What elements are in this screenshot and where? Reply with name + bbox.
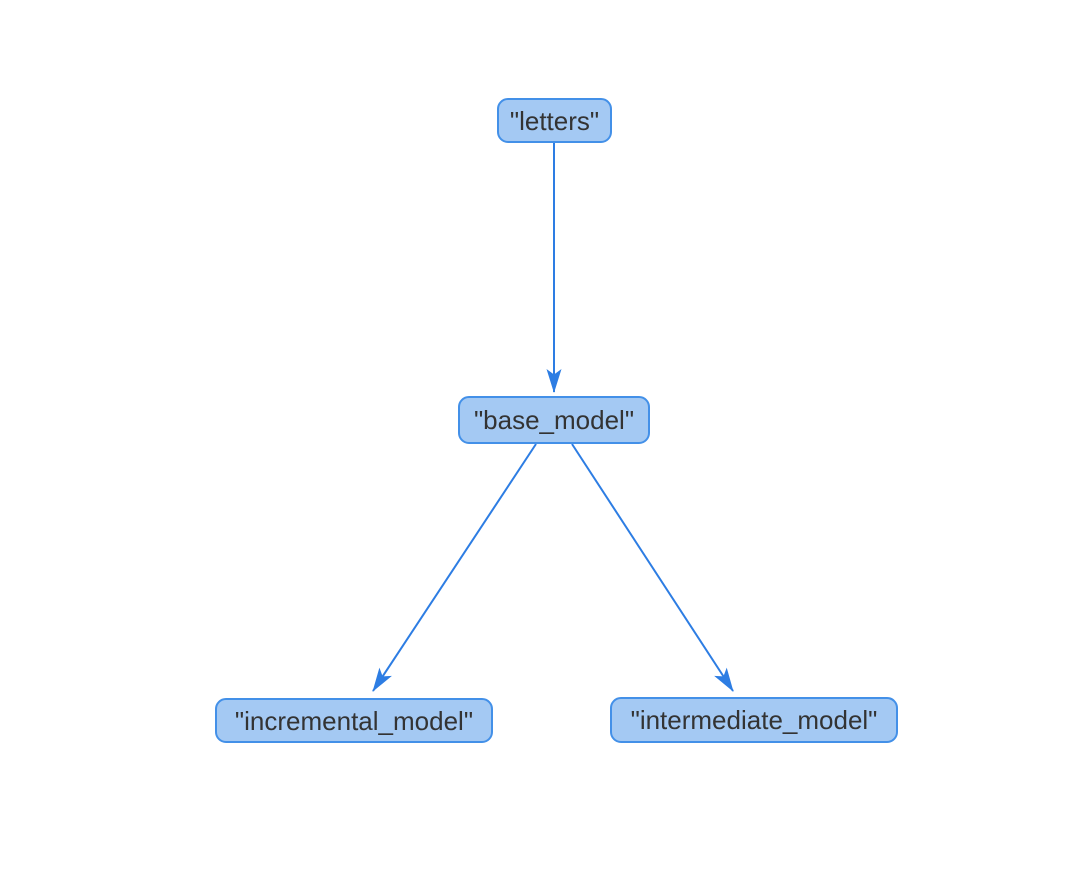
node-letters[interactable]: "letters" [497,98,612,143]
node-intermediate-model-label: "intermediate_model" [630,705,878,735]
node-base-model-label: "base_model" [473,405,635,435]
edge-base-model-to-intermediate-model [571,443,734,692]
node-letters-label: "letters" [509,105,600,136]
node-incremental-model[interactable]: "incremental_model" [215,698,493,743]
edge-base-model-to-incremental-model [372,443,537,692]
node-incremental-model-label: "incremental_model" [234,705,474,736]
node-base-model[interactable]: "base_model" [458,396,650,444]
node-intermediate-model[interactable]: "intermediate_model" [610,697,898,743]
